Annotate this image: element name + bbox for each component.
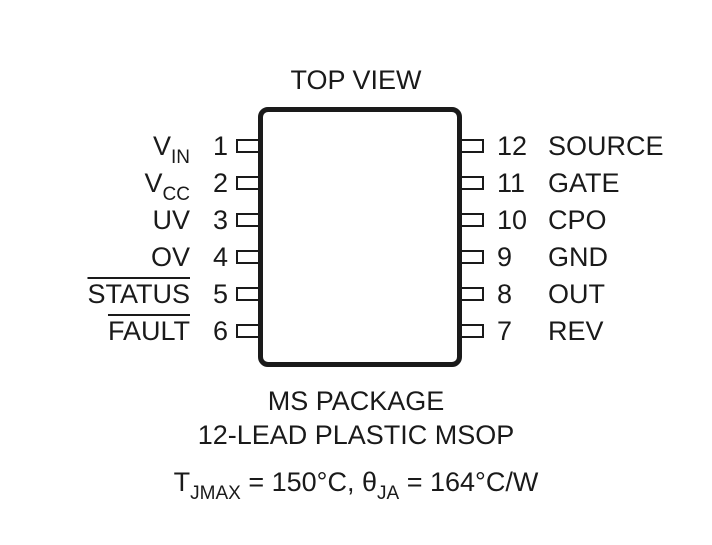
pin-name: REV	[548, 316, 604, 346]
pin-pad	[236, 176, 258, 190]
pin-number: 6	[212, 316, 228, 346]
pin-number: 10	[497, 205, 528, 235]
pin-name: GATE	[548, 168, 620, 198]
pin-pad	[462, 287, 484, 301]
pin-name: OUT	[548, 279, 605, 309]
package-description: 12-LEAD PLASTIC MSOP	[197, 420, 515, 450]
pin-number: 5	[212, 279, 228, 309]
pin-pad	[236, 324, 258, 338]
pin-name: FAULT	[107, 316, 190, 346]
pin-pad	[462, 176, 484, 190]
pin-pad	[462, 324, 484, 338]
pin-name: STATUS	[87, 279, 190, 309]
pin-number: 7	[497, 316, 513, 346]
pin-name: VCC	[144, 168, 190, 205]
pin-name: CPO	[548, 205, 607, 235]
pin-pad	[236, 139, 258, 153]
pin-number: 9	[497, 242, 513, 272]
pin-pad	[462, 213, 484, 227]
thermal-spec: TJMAX = 150°C, θJA = 164°C/W	[173, 467, 539, 504]
pin-name: UV	[152, 205, 190, 235]
pin-pad	[236, 213, 258, 227]
pin-number: 4	[212, 242, 228, 272]
pin-pad	[462, 139, 484, 153]
pin-pad	[236, 250, 258, 264]
ic-package-body	[258, 107, 462, 367]
package-name: MS PACKAGE	[267, 386, 445, 416]
pin-name: GND	[548, 242, 608, 272]
pin-name: VIN	[152, 131, 190, 168]
pin-number: 3	[212, 205, 228, 235]
pin-number: 2	[212, 168, 228, 198]
pin-pad	[236, 287, 258, 301]
diagram-title: TOP VIEW	[290, 65, 422, 95]
pin-pad	[462, 250, 484, 264]
pin-number: 12	[497, 131, 528, 161]
pin-name: SOURCE	[548, 131, 664, 161]
pin-number: 1	[212, 131, 228, 161]
pin-name: OV	[150, 242, 190, 272]
pin-number: 11	[497, 168, 526, 198]
pin-number: 8	[497, 279, 513, 309]
